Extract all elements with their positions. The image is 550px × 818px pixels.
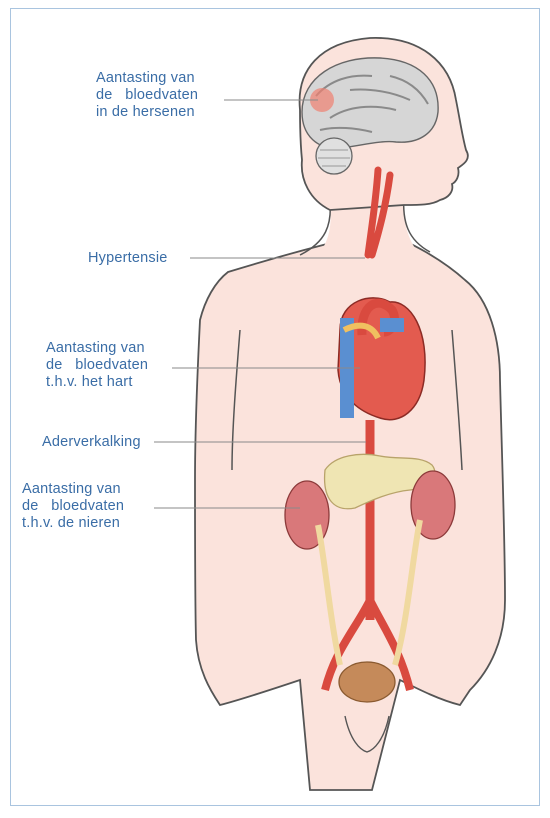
label-heart-line3: t.h.v. het hart — [46, 374, 148, 391]
label-heart: Aantasting van de bloedvaten t.h.v. het … — [46, 340, 148, 391]
label-brain-line3: in de hersenen — [96, 104, 198, 121]
label-hypertension: Hypertensie — [88, 250, 168, 267]
label-atherosclerosis: Aderverkalking — [42, 434, 141, 451]
cerebellum — [316, 138, 352, 174]
label-kidneys-line2: de bloedvaten — [22, 498, 124, 515]
label-brain: Aantasting van de bloedvaten in de herse… — [96, 70, 198, 121]
label-atherosclerosis-text: Aderverkalking — [42, 434, 141, 451]
label-kidneys-line3: t.h.v. de nieren — [22, 515, 124, 532]
label-heart-line1: Aantasting van — [46, 340, 148, 357]
label-kidneys: Aantasting van de bloedvaten t.h.v. de n… — [22, 481, 124, 532]
label-brain-line1: Aantasting van — [96, 70, 198, 87]
label-heart-line2: de bloedvaten — [46, 357, 148, 374]
label-kidneys-line1: Aantasting van — [22, 481, 124, 498]
bladder — [339, 662, 395, 702]
label-brain-line2: de bloedvaten — [96, 87, 198, 104]
label-hypertension-text: Hypertensie — [88, 250, 168, 267]
pulmonary-vein — [380, 318, 404, 332]
